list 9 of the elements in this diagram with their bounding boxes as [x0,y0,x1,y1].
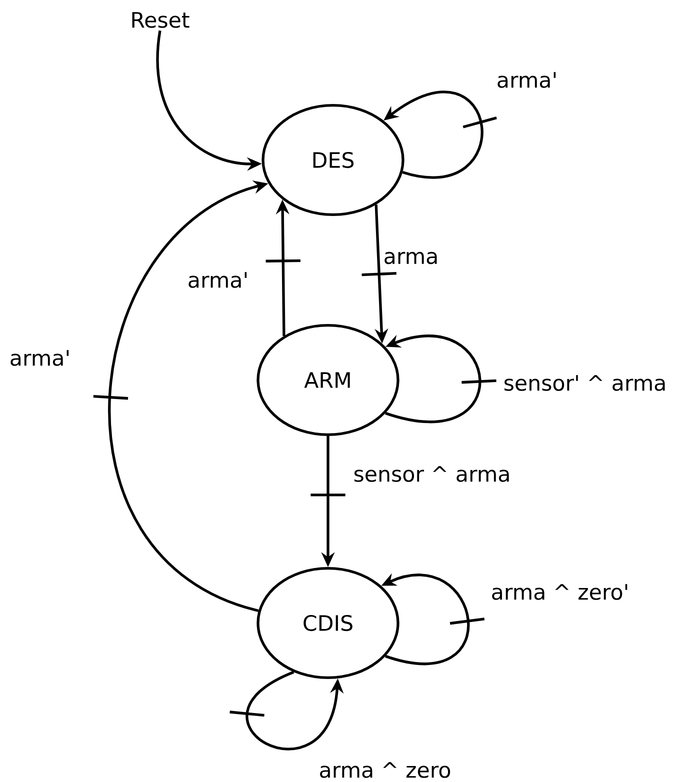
edge-label: arma [384,252,437,264]
start-label: Reset [132,12,190,28]
edge-label: arma' [498,72,556,88]
edge-label: arma ^ zero' [492,584,628,600]
edge-label: arma' [188,272,247,288]
edge-label: arma ^ zero [320,762,450,778]
edge-label: arma' [10,350,69,366]
edge-label: sensor ^ arma [354,466,509,482]
edge-label: sensor' ^ arma [504,375,665,391]
